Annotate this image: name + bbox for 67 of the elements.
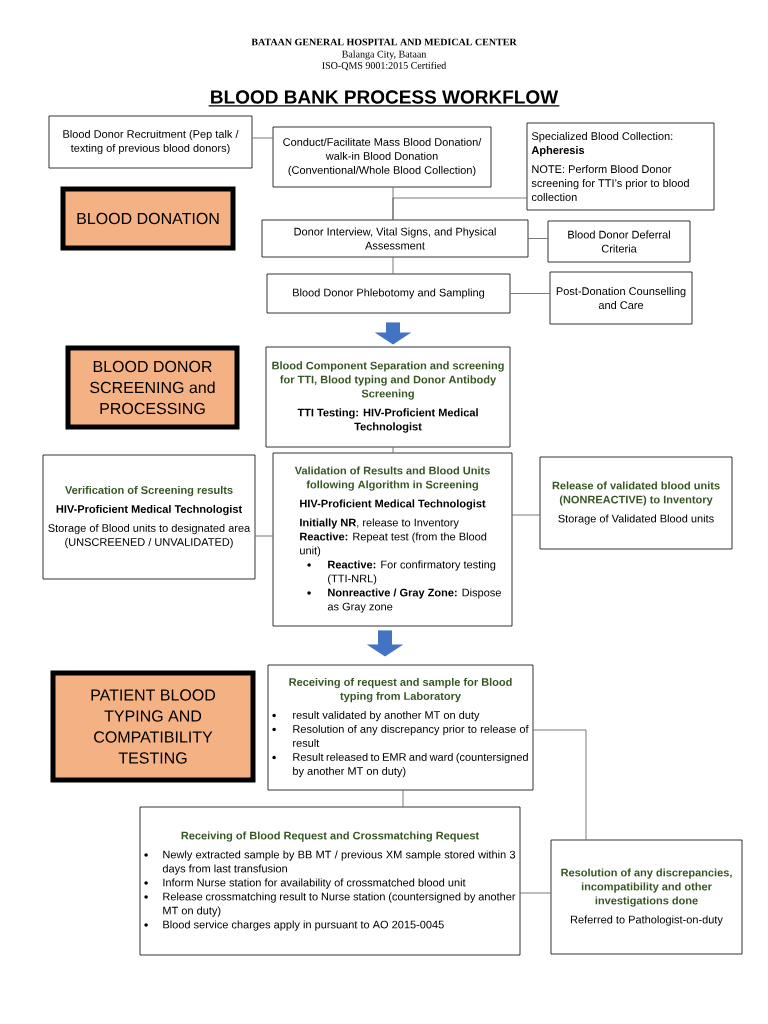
letterhead-text: ISO-QMS 9001:2015 Certified [322,61,447,71]
stage-box [60,186,236,251]
connector-line [392,447,394,453]
process-box [526,122,715,211]
connector-line [392,197,527,220]
bullet-text: Result released to EMR and ward (countersigned by another MT on duty) [293,752,528,778]
connector-line [510,293,550,294]
bullet-text: Inform Nurse station for availability of crossmatched blood unit [163,878,466,889]
connector-line [252,137,273,139]
heading-text: Validation of Results and Blood Units following Algorithm in Screening [294,466,490,491]
process-box [48,115,253,169]
body-text: Reactive: Repeat test (from the Blood unit) [300,532,487,557]
connector-line [533,729,587,840]
process-box [550,839,743,955]
process-box [266,273,511,314]
connector-line [402,790,404,807]
connector-line [520,892,551,894]
bullet-text: Newly extracted sample by BB MT / previous XM sample stored within 3 days from last transfusion [162,850,516,875]
heading-text: Verification of Screening results [65,485,233,497]
process-box [539,456,733,550]
bullet-text: Release crossmatching result to Nurse station (countersigned by another MT on duty) [163,892,516,917]
body-text: Referred to Pathologist-on-duty [571,915,723,926]
process-box [139,806,521,956]
heading-text: Blood Component Separation and screening for TTI, Blood typing and Donor Antibody Screening [272,361,504,400]
letterhead-text: BATAAN GENERAL HOSPITAL AND MEDICAL CENTER [251,38,517,46]
body-text: NOTE: Perform Blood Donor screening for TTI’s prior to blood collection [531,164,689,202]
emphasis-text: HIV-Proficient Medical Technologist [300,499,486,510]
stage-box [50,670,256,783]
connector-line [528,238,548,239]
process-box [547,220,691,263]
connector-line [255,535,273,537]
bullet-text: Resolution of any discrepancy prior to release of result [293,724,529,747]
emphasis-text: TTI Testing: HIV-Proficient Medical Technologist [297,408,478,433]
body-text: Post-Donation Counselling and Care [556,286,686,310]
process-box [549,271,693,325]
body-text: Storage of Blood units to designated area (UNSCREENED / UNVALIDATED) [48,523,251,549]
bullet-text: result validated by another MT on duty [293,710,480,722]
process-box [265,346,511,448]
heading-text: Receiving of Blood Request and Crossmatching Request [181,831,479,842]
process-box [261,219,529,258]
connector-line [392,257,394,274]
emphasis-text: HIV-Proficient Medical Technologist [56,504,242,516]
title: BLOOD BANK PROCESS WORKFLOW [208,90,560,107]
heading-text: Release of validated blood units (NONREACTIVE) to Inventory [552,481,720,506]
connector-line [512,514,540,516]
process-box [272,126,492,188]
body-text: Initially NR, release to Inventory [300,518,459,529]
stage-box [65,345,240,430]
body-text: Specialized Blood Collection: Apheresis [531,131,673,157]
process-box [272,452,513,627]
heading-text: Resolution of any discrepancies, incompatibility and other investigations done [561,868,732,907]
bullet-text: Reactive: For confirmatory testing (TTI-NRL) [328,560,496,585]
body-text: Blood Donor Recruitment (Pep talk / texting of previous blood donors) [63,129,239,155]
letterhead-text: Balanga City, Bataan [342,50,427,60]
process-box [267,664,534,791]
body-text: Storage of Validated Blood units [558,514,714,525]
body-text: Blood Donor Phlebotomy and Sampling [293,288,485,299]
stage-text: BLOOD DONOR SCREENING and PROCESSING [90,360,215,415]
bullet-text: Nonreactive / Gray Zone: Dispose as Gray zone [327,588,501,613]
body-text: Blood Donor Deferral Criteria [568,230,670,253]
bullet-text: Blood service charges apply in pursuant to AO 2015-0045 [163,920,444,931]
body-text: Donor Interview, Vital Signs, and Physical Assessment [294,227,496,250]
body-text: Conduct/Facilitate Mass Blood Donation/ walk-in Blood Donation (Conventional/Whole Blood Collection) [283,137,482,177]
process-box [42,454,256,580]
heading-text: Receiving of request and sample for Blood typing from Laboratory [289,677,512,703]
stage-text: BLOOD DONATION [77,212,219,225]
stage-text: PATIENT BLOOD TYPING AND COMPATIBILITY TESTING [91,689,216,764]
